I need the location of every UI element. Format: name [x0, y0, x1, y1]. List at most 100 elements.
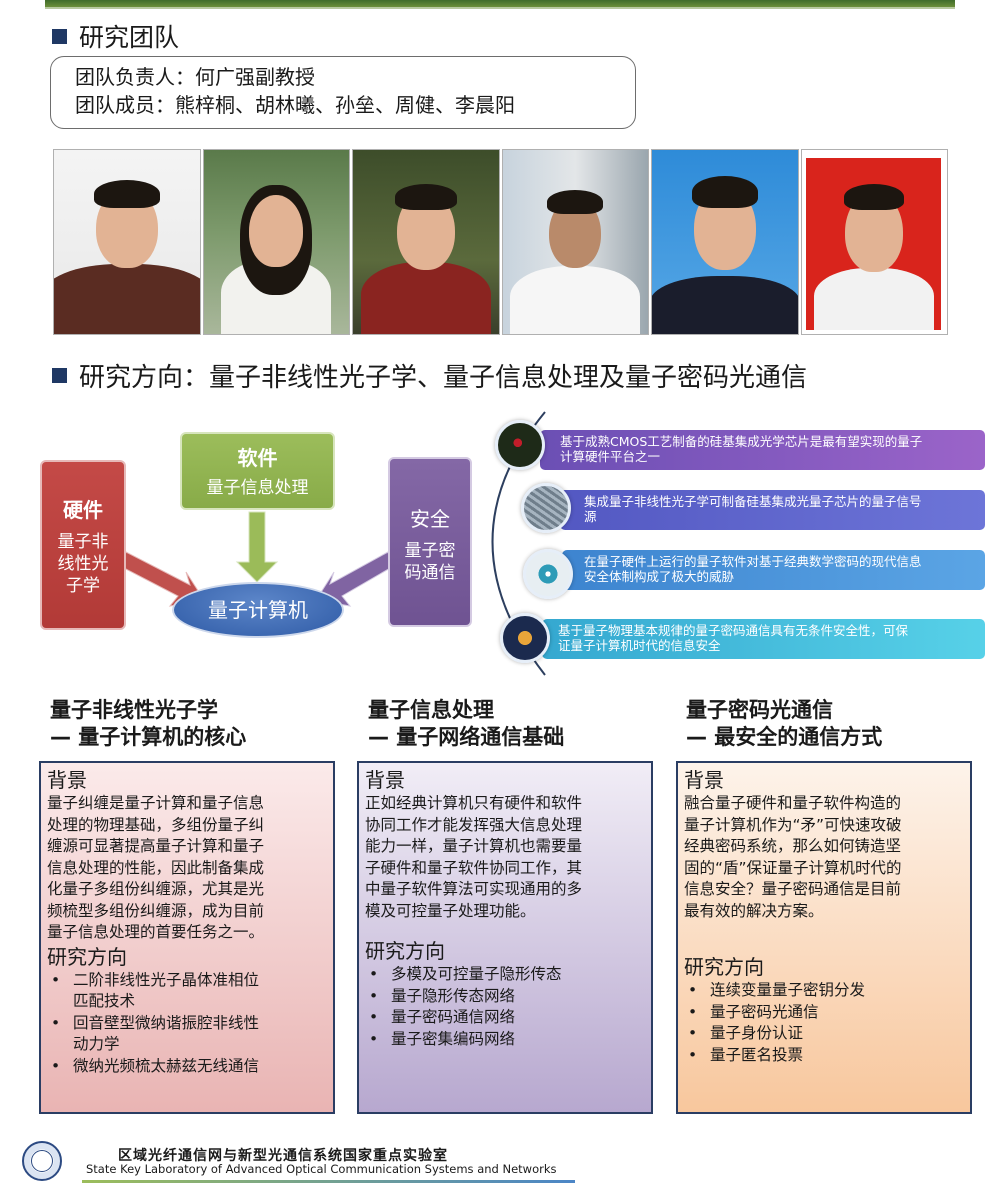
point-bar-4: 基于量子物理基本规律的量子密码通信具有无条件安全性，可保 证量子计算机时代的信息…	[542, 619, 985, 659]
university-seal-icon	[22, 1141, 62, 1181]
card-1-bg-line-7: 量子信息处理的首要任务之一。	[47, 923, 265, 941]
diagram-arrows	[121, 411, 546, 676]
list-item: 量子身份认证	[684, 1023, 966, 1045]
card-1-item-3-line-1: 微纳光频梳太赫兹无线通信	[73, 1056, 260, 1075]
bullet-square-icon	[52, 368, 67, 383]
hardware-box: 硬件 量子非 线性光 子学	[40, 460, 126, 630]
card-1-item-2-line-2: 动力学	[73, 1035, 120, 1053]
card-1-bg-line-1: 量子纠缠是量子计算和量子信息	[47, 794, 265, 812]
column-3-heading-line-1: 量子密码光通信	[686, 698, 833, 722]
column-heading-1: 量子非线性光子学 — 量子计算机的核心	[50, 697, 246, 751]
card-3-bg-line-2: 量子计算机作为“矛”可快速攻破	[684, 815, 902, 834]
column-2-heading-line-2: — 量子网络通信基础	[368, 725, 565, 749]
team-info-box: 团队负责人：何广强副教授 团队成员：熊梓桐、胡林曦、孙垒、周健、李晨阳	[50, 56, 636, 129]
point-3-line-1: 在量子硬件上运行的量子软件对基于经典数学密码的现代信息	[584, 554, 922, 569]
list-item: 多模及可控量子隐形传态	[365, 964, 647, 986]
hardware-sub-3: 子学	[66, 576, 100, 596]
card-2-bg-line-4: 子硬件和量子软件协同工作，其	[365, 858, 583, 877]
column-3-heading-line-2: — 最安全的通信方式	[686, 725, 883, 749]
card-1-bg-line-5: 化量子多组份纠缠源，尤其是光	[47, 880, 265, 898]
list-item: 微纳光频梳太赫兹无线通信	[47, 1056, 329, 1078]
card-2-background-label: 背景	[365, 768, 405, 792]
chip-image-icon	[495, 420, 545, 470]
list-item: 回音壁型微纳谐振腔非线性 动力学	[47, 1013, 329, 1056]
list-item: 二阶非线性光子晶体准相位 匹配技术	[47, 970, 329, 1013]
card-2-bg-line-3: 能力一样，量子计算机也需要量	[365, 837, 583, 855]
point-3-line-2: 安全体制构成了极大的威胁	[584, 569, 735, 584]
team-photo-6	[800, 149, 948, 335]
card-2-direction-list: 多模及可控量子隐形传态 量子隐形传态网络 量子密码通信网络 量子密集编码网络	[365, 964, 647, 1050]
software-title: 软件	[237, 446, 278, 470]
column-heading-2: 量子信息处理 — 量子网络通信基础	[368, 697, 564, 751]
column-1-heading-line-1: 量子非线性光子学	[50, 698, 218, 722]
card-1-bg-line-4: 信息处理的性能，因此制备集成	[47, 858, 265, 877]
team-photo-5	[651, 149, 799, 335]
card-3-bg-line-1: 融合量子硬件和量子软件构造的	[684, 794, 902, 812]
security-sub-2: 码通信	[404, 563, 456, 583]
waveguide-image-icon	[521, 483, 571, 533]
point-bar-1: 基于成熟CMOS工艺制备的硅基集成光学芯片是最有望实现的量子 计算硬件平台之一	[540, 430, 985, 470]
list-item: 量子密码通信网络	[365, 1007, 647, 1029]
security-sub-1: 量子密	[404, 541, 456, 561]
resonator-image-icon	[523, 549, 573, 599]
bullet-square-icon	[52, 28, 67, 44]
arrow-software	[235, 511, 279, 583]
section-title-team-text: 研究团队	[79, 23, 180, 52]
list-item: 连续变量量子密钥分发	[684, 980, 966, 1002]
point-1-line-1: 基于成熟CMOS工艺制备的硅基集成光学芯片是最有望实现的量子	[560, 434, 923, 449]
card-1-bg-line-3: 缠源可显著提高量子计算和量子	[47, 837, 265, 855]
card-1-item-2-line-1: 回音壁型微纳谐振腔非线性	[73, 1013, 260, 1032]
card-2-bg-line-1: 正如经典计算机只有硬件和软件	[365, 794, 583, 812]
list-item: 量子匿名投票	[684, 1045, 966, 1067]
team-photo-1	[53, 149, 201, 335]
team-photo-2	[202, 149, 350, 335]
card-2-bg-line-2: 协同工作才能发挥强大信息处理	[365, 815, 583, 834]
crypto-chip-image-icon	[500, 613, 550, 663]
card-2-direction-label: 研究方向	[365, 939, 445, 963]
card-3-background-label: 背景	[684, 768, 724, 792]
card-3-bg-line-4: 固的“盾”保证量子计算机时代的	[684, 858, 902, 877]
column-card-1: 背景 量子纠缠是量子计算和量子信息 处理的物理基础，多组份量子纠 缠源可显著提高…	[39, 761, 335, 1114]
software-sub: 量子信息处理	[206, 478, 309, 498]
point-1-line-2: 计算硬件平台之一	[560, 449, 661, 464]
hardware-title: 硬件	[63, 498, 103, 522]
list-item: 量子密集编码网络	[365, 1029, 647, 1051]
card-2-bg-line-5: 中量子软件算法可实现通用的多	[365, 880, 583, 898]
section-title-research: 研究方向：量子非线性光子学、量子信息处理及量子密码光通信	[52, 357, 807, 394]
column-card-2: 背景 正如经典计算机只有硬件和软件 协同工作才能发挥强大信息处理 能力一样，量子…	[357, 761, 653, 1114]
card-3-bg-line-5: 信息安全？量子密码通信是目前	[684, 880, 902, 898]
card-1-item-1-line-2: 匹配技术	[73, 992, 136, 1010]
top-accent-line	[45, 7, 955, 9]
column-card-3: 背景 融合量子硬件和量子软件构造的 量子计算机作为“矛”可快速攻破 经典密码系统…	[676, 761, 972, 1114]
hardware-sub-2: 线性光	[57, 554, 109, 574]
team-photo-4	[501, 149, 649, 335]
card-3-direction-label: 研究方向	[684, 955, 764, 979]
column-heading-3: 量子密码光通信 — 最安全的通信方式	[686, 697, 882, 751]
list-item: 量子密码光通信	[684, 1002, 966, 1024]
team-photo-3	[352, 149, 500, 335]
team-leader: 团队负责人：何广强副教授	[75, 65, 315, 89]
card-2-bg-line-6: 模及可控量子处理功能。	[365, 901, 536, 920]
card-1-direction-list: 二阶非线性光子晶体准相位 匹配技术 回音壁型微纳谐振腔非线性 动力学 微纳光频梳…	[47, 970, 329, 1078]
team-members: 团队成员：熊梓桐、胡林曦、孙垒、周健、李晨阳	[75, 93, 515, 117]
top-accent-bar	[45, 0, 955, 7]
point-2-line-1: 集成量子非线性光子学可制备硅基集成光量子芯片的量子信号	[584, 494, 922, 509]
point-bar-2: 集成量子非线性光子学可制备硅基集成光量子芯片的量子信号 源	[560, 490, 985, 530]
column-2-heading-line-1: 量子信息处理	[368, 698, 494, 722]
card-3-bg-line-6: 最有效的解决方案。	[684, 901, 824, 920]
section-title-team: 研究团队	[52, 18, 179, 54]
security-title: 安全	[410, 507, 450, 531]
list-item: 量子隐形传态网络	[365, 986, 647, 1008]
card-3-bg-line-3: 经典密码系统，那么如何铸造坚	[684, 837, 902, 855]
point-4-line-2: 证量子计算机时代的信息安全	[558, 638, 721, 653]
point-2-line-2: 源	[584, 509, 597, 524]
footer-accent-line	[82, 1180, 575, 1183]
section-title-research-text: 研究方向：量子非线性光子学、量子信息处理及量子密码光通信	[79, 363, 808, 393]
card-1-background-label: 背景	[47, 768, 87, 792]
footer-lab-name-cn: 区域光纤通信网与新型光通信系统国家重点实验室	[118, 1148, 448, 1164]
card-1-bg-line-2: 处理的物理基础，多组份量子纠	[47, 815, 265, 834]
security-box: 安全 量子密 码通信	[388, 457, 472, 627]
card-3-direction-list: 连续变量量子密钥分发 量子密码光通信 量子身份认证 量子匿名投票	[684, 980, 966, 1066]
column-1-heading-line-2: — 量子计算机的核心	[50, 725, 247, 749]
hardware-sub-1: 量子非	[57, 532, 109, 552]
